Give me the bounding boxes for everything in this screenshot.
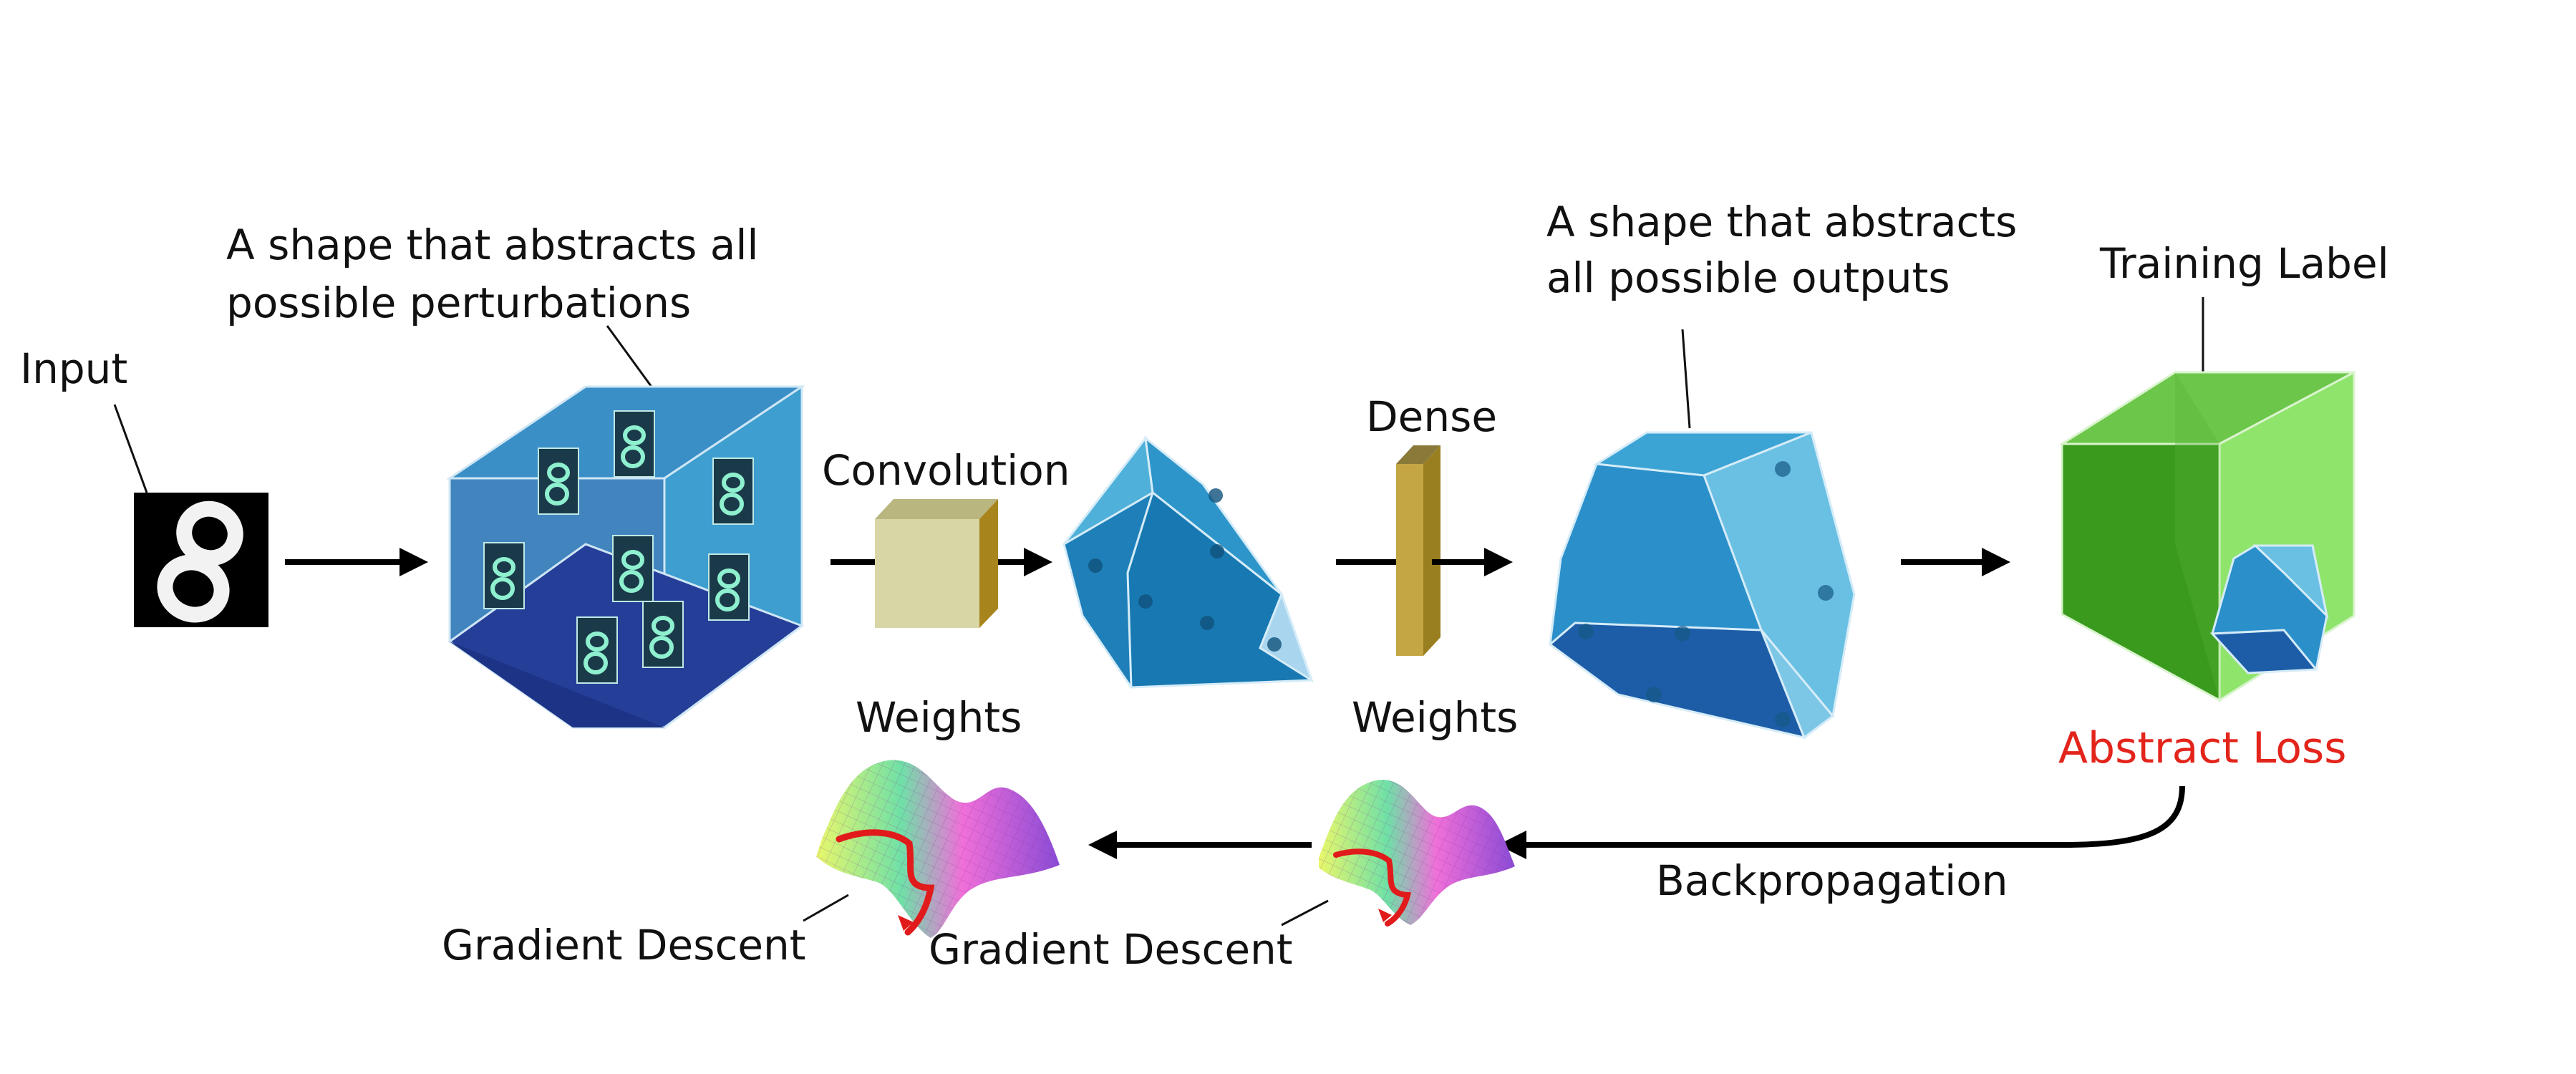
perturbed-digit-thumbnails: [483, 410, 754, 684]
input-label: Input: [20, 344, 127, 393]
output-polytope: [1548, 430, 1856, 740]
gradient-descent-label-1: Gradient Descent: [442, 921, 806, 969]
training-label-cube: [2058, 370, 2355, 702]
descent-path-2: [1333, 848, 1412, 927]
dense-layer-bar: [1396, 445, 1440, 656]
abstract-loss-label: Abstract Loss: [2058, 723, 2347, 773]
output-leader-line: [1681, 329, 1691, 429]
weights-label-1: Weights: [856, 693, 1022, 742]
output-polytope-inside-label: [2209, 544, 2329, 674]
intermediate-polytope: [1062, 435, 1314, 689]
loss-surface-1: [816, 760, 1060, 938]
dense-label: Dense: [1366, 392, 1497, 441]
perturbation-box: [446, 384, 805, 730]
output-shape-label-line1: A shape that abstracts: [1546, 198, 2017, 246]
weights-label-2: Weights: [1352, 693, 1518, 742]
input-leader-line: [113, 404, 148, 493]
convolution-label: Convolution: [822, 446, 1070, 495]
gradient-descent-leader-2: [1281, 899, 1329, 927]
perturbation-shape-label-line1: A shape that abstracts all: [226, 221, 759, 269]
convolution-cube: [875, 499, 998, 628]
loss-surface-2: [1319, 780, 1515, 927]
training-label-label: Training Label: [2099, 239, 2389, 288]
perturbation-shape-label-line2: possible perturbations: [226, 279, 691, 327]
backpropagation-label: Backpropagation: [1656, 856, 2008, 905]
gradient-descent-label-2: Gradient Descent: [929, 925, 1293, 974]
backprop-curve: [1498, 785, 2185, 859]
input-digit-image: [134, 493, 268, 627]
output-shape-label-line2: all possible outputs: [1546, 253, 1950, 302]
descent-path-1: [836, 829, 935, 936]
gradient-descent-leader-1: [803, 894, 849, 922]
